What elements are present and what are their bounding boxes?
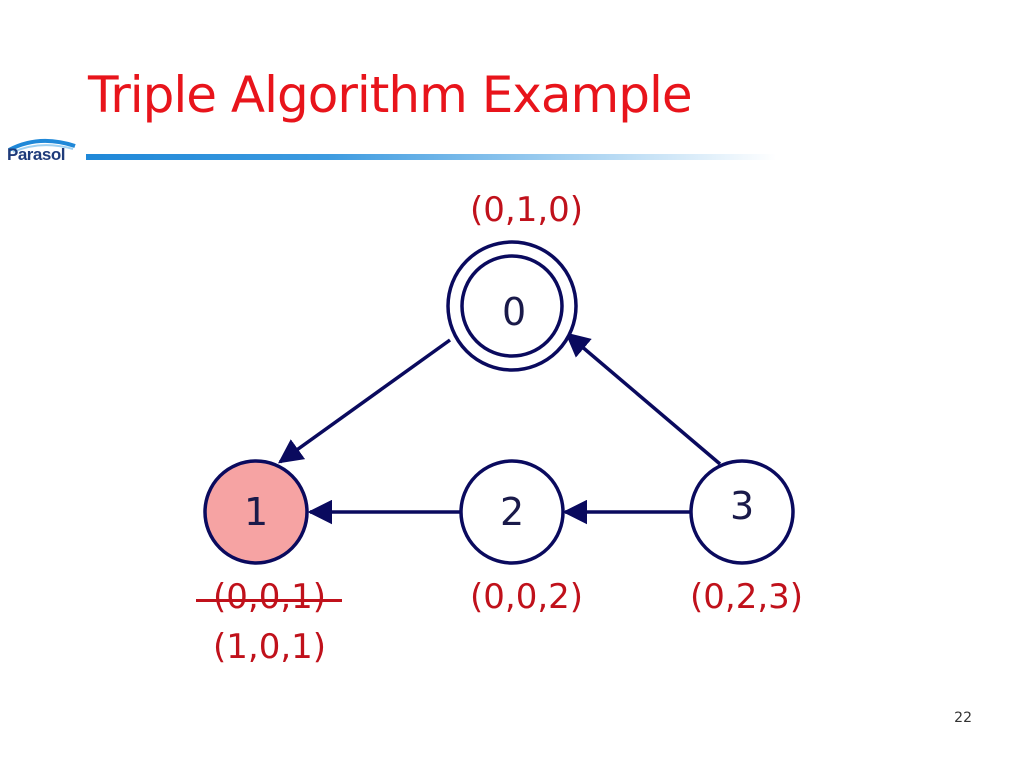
node-1-old-triple: (0,0,1) bbox=[213, 577, 327, 617]
graph-edges bbox=[278, 332, 722, 525]
node-2-label: 2 bbox=[500, 490, 524, 534]
edge-3-to-0 bbox=[565, 332, 722, 466]
title-underline bbox=[86, 154, 776, 160]
slide-title: Triple Algorithm Example bbox=[88, 66, 693, 124]
logo-text: Parasol bbox=[7, 145, 65, 164]
node-0-triple: (0,1,0) bbox=[470, 190, 584, 230]
node-0-label: 0 bbox=[502, 290, 526, 334]
parasol-logo: Parasol bbox=[3, 132, 83, 172]
node-3: 3 bbox=[689, 459, 795, 565]
node-1-new-triple: (1,0,1) bbox=[213, 627, 327, 667]
logo-arc-icon bbox=[8, 138, 76, 153]
edge-0-to-1 bbox=[278, 338, 452, 464]
node-0: 0 bbox=[446, 240, 578, 372]
node-1-label: 1 bbox=[244, 490, 268, 534]
node-2: 2 bbox=[459, 459, 565, 565]
node-2-triple: (0,0,2) bbox=[470, 577, 584, 617]
strikethrough-line bbox=[196, 599, 342, 602]
page-number: 22 bbox=[954, 710, 972, 726]
node-1: 1 bbox=[203, 459, 309, 565]
node-3-triple: (0,2,3) bbox=[690, 577, 804, 617]
node-3-label: 3 bbox=[730, 484, 754, 528]
